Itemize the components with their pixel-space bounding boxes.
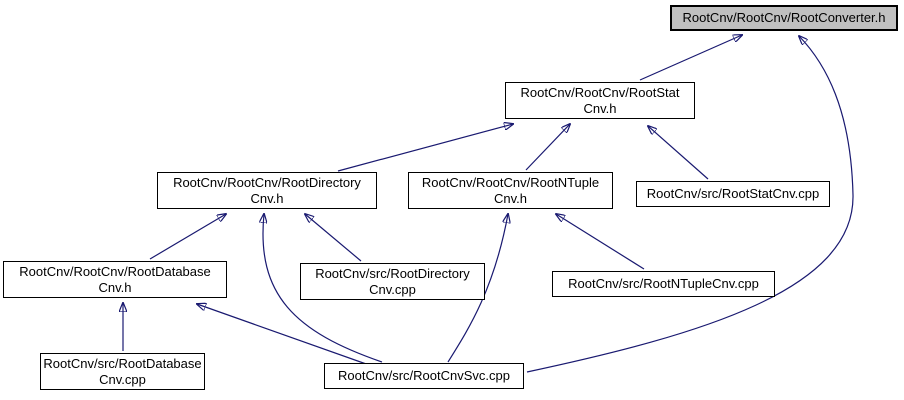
edge-rootcnvsvccpp-to-rootdatabasecnvh <box>197 304 370 366</box>
node-label: Cnv.h <box>250 190 284 206</box>
node-rootdatabasecnv-h[interactable]: RootCnv/RootCnv/RootDatabase Cnv.h <box>3 261 227 298</box>
node-label: RootCnv/RootCnv/RootConverter.h <box>682 10 886 25</box>
node-rootconverter-h: RootCnv/RootCnv/RootConverter.h <box>670 5 898 31</box>
edge-rootdatabasecnvh-to-rootdirectorycnvh <box>149 214 226 260</box>
node-rootstatcnv-cpp[interactable]: RootCnv/src/RootStatCnv.cpp <box>636 181 830 207</box>
edge-rootcnvsvccpp-to-rootntuplecnvh <box>447 214 508 363</box>
edge-rootntuplecnvcpp-to-rootntuplecnvh <box>556 214 645 270</box>
node-rootcnvsvc-cpp[interactable]: RootCnv/src/RootCnvSvc.cpp <box>324 363 524 389</box>
edge-rootdirectorycnvcpp-to-rootdirectorycnvh <box>305 214 362 262</box>
edge-rootstatcnvh-to-rootconverterh <box>639 35 742 81</box>
node-rootntuplecnv-h[interactable]: RootCnv/RootCnv/RootNTuple Cnv.h <box>408 172 613 209</box>
edge-rootntuplecnvh-to-rootstatcnvh <box>525 124 570 171</box>
node-label: RootCnv/src/RootCnvSvc.cpp <box>338 368 510 383</box>
node-rootntuplecnv-cpp[interactable]: RootCnv/src/RootNTupleCnv.cpp <box>552 271 775 297</box>
node-label: RootCnv/src/RootDatabase <box>43 355 202 371</box>
node-label: RootCnv/src/RootNTupleCnv.cpp <box>568 276 759 291</box>
node-label: RootCnv/RootCnv/RootDatabase <box>19 263 211 279</box>
edge-rootdirectorycnvh-to-rootstatcnvh <box>337 124 513 172</box>
node-rootdatabasecnv-cpp[interactable]: RootCnv/src/RootDatabase Cnv.cpp <box>40 353 205 390</box>
edge-rootcnvsvccpp-to-rootconverterh <box>526 36 854 373</box>
node-label: RootCnv/RootCnv/RootStat <box>520 84 680 100</box>
node-label: Cnv.h <box>583 100 617 116</box>
edge-rootcnvsvccpp-to-rootdirectorycnvh <box>263 214 383 363</box>
node-label: Cnv.h <box>98 279 132 295</box>
node-label: RootCnv/RootCnv/RootDirectory <box>173 174 361 190</box>
node-label: RootCnv/src/RootStatCnv.cpp <box>646 186 820 201</box>
node-label: RootCnv/RootCnv/RootNTuple <box>421 174 600 190</box>
edge-rootstatcnvcpp-to-rootstatcnvh <box>648 126 709 180</box>
node-rootdirectorycnv-cpp[interactable]: RootCnv/src/RootDirectory Cnv.cpp <box>300 263 485 300</box>
node-rootstatcnv-h[interactable]: RootCnv/RootCnv/RootStat Cnv.h <box>505 82 695 119</box>
node-label: RootCnv/src/RootDirectory <box>315 265 470 281</box>
node-label: Cnv.h <box>494 190 527 206</box>
node-label: Cnv.cpp <box>369 281 416 297</box>
node-label: Cnv.cpp <box>99 371 146 387</box>
node-rootdirectorycnv-h[interactable]: RootCnv/RootCnv/RootDirectory Cnv.h <box>157 172 377 209</box>
